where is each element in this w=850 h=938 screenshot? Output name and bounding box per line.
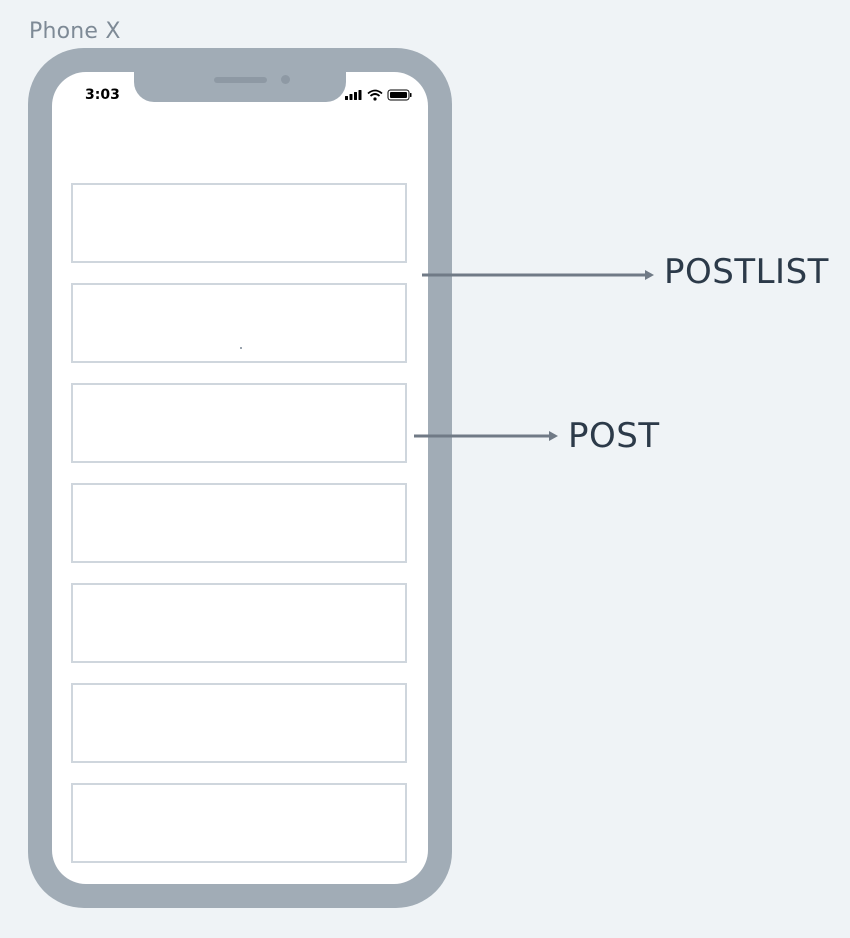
dot-mark — [240, 347, 242, 349]
battery-icon — [387, 89, 412, 101]
post-arrow — [414, 431, 558, 441]
postlist-label: POSTLIST — [664, 252, 829, 292]
post-card — [71, 783, 407, 863]
status-icons — [345, 88, 415, 104]
frame-label: Phone X — [29, 19, 121, 44]
postlist-arrow — [422, 270, 654, 280]
phone-screen: 3:03 — [52, 72, 428, 884]
camera-icon — [281, 75, 290, 84]
post-card — [71, 483, 407, 563]
post-card — [71, 583, 407, 663]
post-card — [71, 283, 407, 363]
post-label: POST — [568, 416, 660, 456]
cellular-signal-icon — [345, 90, 362, 100]
status-time: 3:03 — [85, 87, 120, 103]
post-card — [71, 383, 407, 463]
notch — [134, 72, 346, 102]
speaker-icon — [214, 77, 267, 83]
wifi-icon — [367, 89, 383, 101]
post-card — [71, 683, 407, 763]
post-card — [71, 183, 407, 263]
phone-device: 3:03 — [28, 48, 452, 908]
